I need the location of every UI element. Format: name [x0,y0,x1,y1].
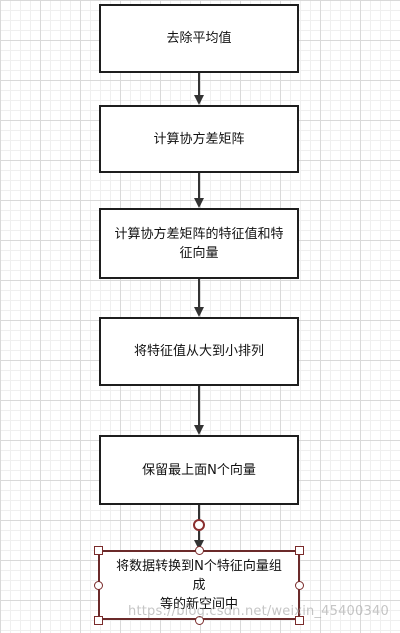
step-remove-mean-label: 去除平均值 [166,31,232,46]
step-eigen-line-1: 计算协方差矩阵的特征值和特 [114,226,284,242]
connect-handle-right[interactable] [295,581,304,590]
resize-handle-top-right[interactable] [295,546,304,555]
step-transform-data-text: 将数据转换到N个特征向量组成 等的新空间中 [110,557,288,614]
step-keep-top-n[interactable]: 保留最上面N个向量 [99,435,299,505]
step-covariance-matrix[interactable]: 计算协方差矩阵 [99,105,299,173]
connect-handle-top[interactable] [195,546,204,555]
step-sort-eigenvalues[interactable]: 将特征值从大到小排列 [99,317,299,386]
step-eigen-text: 计算协方差矩阵的特征值和特 征向量 [114,225,283,263]
step-transform-line-1: 将数据转换到N个特征向量组成 [116,558,282,593]
resize-handle-bottom-left[interactable] [94,616,103,625]
connect-handle-left[interactable] [94,581,103,590]
step-covariance-matrix-label: 计算协方差矩阵 [153,131,245,147]
resize-handle-bottom-right[interactable] [295,616,304,625]
step-eigen[interactable]: 计算协方差矩阵的特征值和特 征向量 [99,208,299,279]
csdn-watermark: https://blog.csdn.net/weixin_45400340 [128,604,389,619]
connect-handle-bottom[interactable] [195,616,204,625]
step-remove-mean[interactable]: 去除平均值 [99,4,299,73]
resize-handle-top-left[interactable] [94,546,103,555]
step-transform-line-2: 等的新空间中 [159,596,238,612]
connection-anchor-handle[interactable] [193,519,205,531]
step-sort-eigenvalues-label: 将特征值从大到小排列 [133,344,264,359]
step-eigen-line-2: 征向量 [179,245,219,261]
step-keep-top-n-label: 保留最上面N个向量 [142,462,256,478]
step-transform-data[interactable]: 将数据转换到N个特征向量组成 等的新空间中 [98,550,300,620]
